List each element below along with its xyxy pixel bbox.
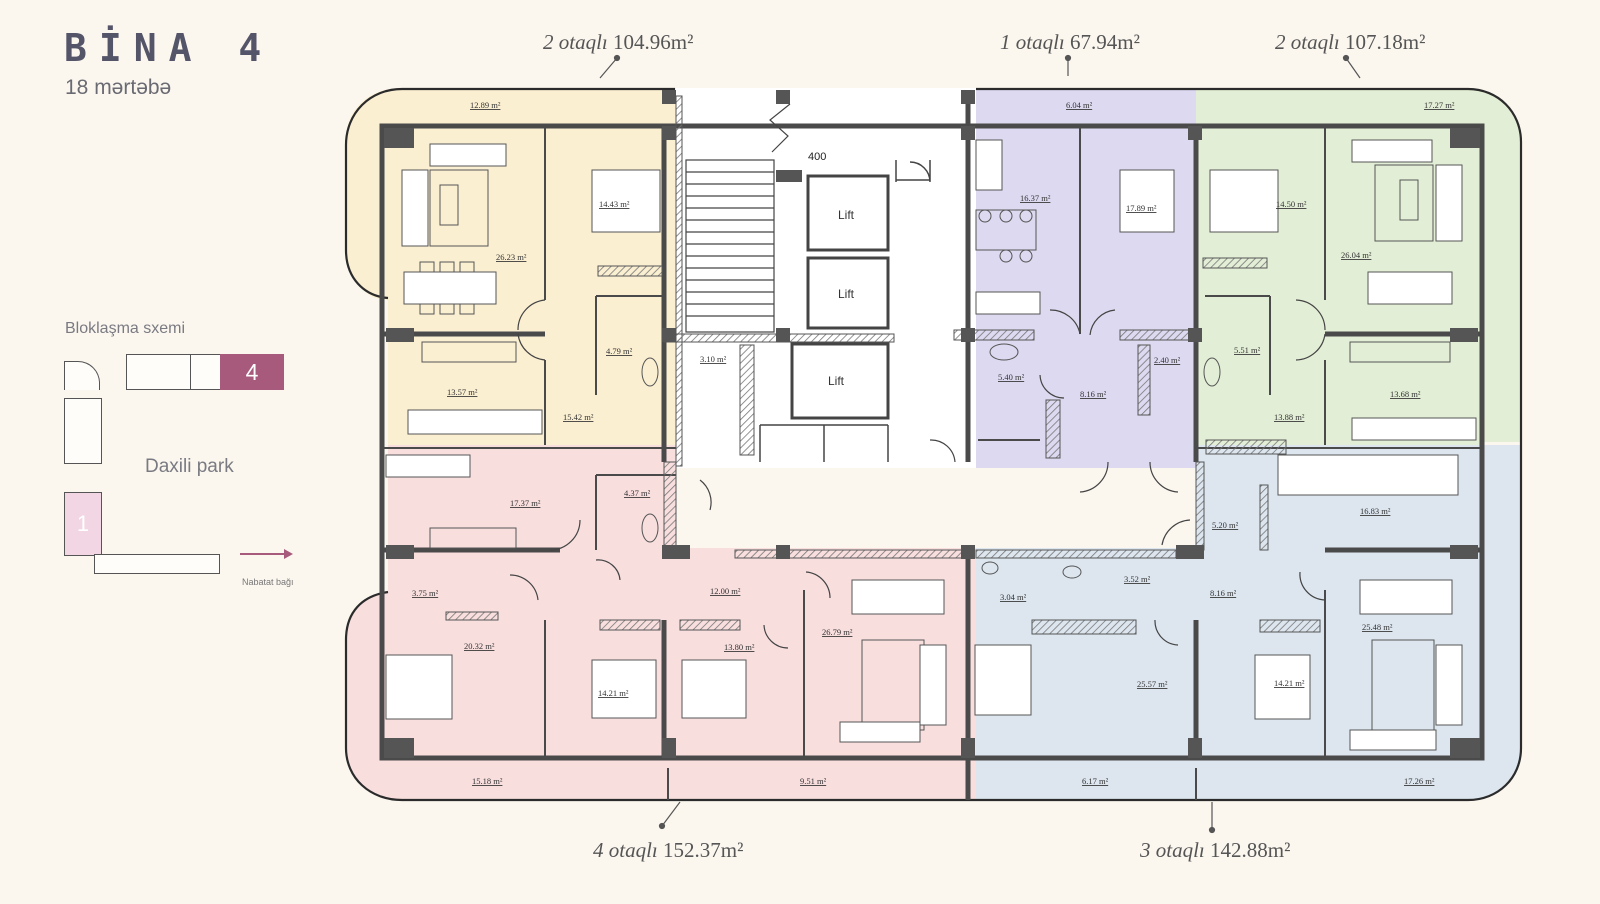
room-area: 14.43 m² bbox=[599, 199, 630, 209]
lift-label[interactable]: Lift bbox=[838, 287, 855, 301]
inner-park-label: Daxili park bbox=[145, 456, 234, 477]
room-area: 26.79 m² bbox=[822, 627, 853, 637]
room-area: 6.17 m² bbox=[1082, 776, 1109, 786]
lift-shafts bbox=[790, 174, 890, 420]
garden-label: Nabatat bağı bbox=[242, 577, 294, 587]
block-vertical[interactable] bbox=[64, 398, 102, 464]
garden-arrow-icon bbox=[284, 549, 293, 559]
room-area: 9.51 m² bbox=[800, 776, 827, 786]
room-area: 12.00 m² bbox=[710, 586, 741, 596]
apt-label-top-middle[interactable]: 1 otaqlı 67.94m² bbox=[1000, 30, 1140, 54]
room-area: 17.26 m² bbox=[1404, 776, 1435, 786]
stairs bbox=[685, 103, 791, 333]
room-area: 15.18 m² bbox=[472, 776, 503, 786]
room-area: 26.23 m² bbox=[496, 252, 527, 262]
furniture bbox=[385, 139, 1477, 751]
lift-label[interactable]: Lift bbox=[838, 208, 855, 222]
room-area: 3.52 m² bbox=[1124, 574, 1151, 584]
room-area: 4.79 m² bbox=[606, 346, 633, 356]
room-area: 5.51 m² bbox=[1234, 345, 1261, 355]
room-area: 4.37 m² bbox=[624, 488, 651, 498]
room-area: 15.42 m² bbox=[563, 412, 594, 422]
room-area: 6.04 m² bbox=[1066, 100, 1093, 110]
building-title: BİNA 4 bbox=[64, 26, 274, 70]
block-4-active[interactable]: 4 bbox=[220, 354, 284, 390]
room-area: 3.75 m² bbox=[412, 588, 439, 598]
room-area: 26.04 m² bbox=[1341, 250, 1372, 260]
block-1-label: 1 bbox=[76, 511, 90, 536]
room-area: 14.21 m² bbox=[1274, 678, 1305, 688]
room-area: 8.16 m² bbox=[1210, 588, 1237, 598]
building-outline bbox=[344, 87, 1523, 802]
room-area: 3.04 m² bbox=[1000, 592, 1027, 602]
zone-bottom-right bbox=[976, 445, 1522, 800]
room-area: 3.10 m² bbox=[700, 354, 727, 364]
room-area: 13.57 m² bbox=[447, 387, 478, 397]
block-base bbox=[94, 554, 220, 574]
room-area: 13.68 m² bbox=[1390, 389, 1421, 399]
apt-label-top-right[interactable]: 2 otaqlı 107.18m² bbox=[1275, 30, 1426, 54]
room-area: 13.88 m² bbox=[1274, 412, 1305, 422]
room-area: 25.48 m² bbox=[1362, 622, 1393, 632]
hatched-walls bbox=[445, 95, 1321, 635]
lift-label[interactable]: Lift bbox=[828, 374, 845, 388]
block-4-label: 4 bbox=[245, 358, 259, 385]
garden-arrow-line bbox=[240, 553, 290, 555]
columns bbox=[384, 90, 1480, 758]
room-area: 13.80 m² bbox=[724, 642, 755, 652]
doors[interactable] bbox=[509, 299, 1326, 649]
room-area: 12.89 m² bbox=[470, 100, 501, 110]
room-area: 14.50 m² bbox=[1276, 199, 1307, 209]
room-area: 17.89 m² bbox=[1126, 203, 1157, 213]
label-leaders bbox=[599, 54, 1361, 834]
room-area: 5.40 m² bbox=[998, 372, 1025, 382]
apt-label-top-left[interactable]: 2 otaqlı 104.96m² bbox=[543, 30, 694, 54]
room-area: 20.32 m² bbox=[464, 641, 495, 651]
apt-label-bottom-left[interactable]: 4 otaqlı 152.37m² bbox=[593, 838, 744, 862]
zone-top-middle bbox=[976, 88, 1196, 468]
dimension-label: 400 bbox=[808, 151, 826, 163]
block-1[interactable]: 1 bbox=[64, 492, 102, 556]
room-area: 25.57 m² bbox=[1137, 679, 1168, 689]
floor-count: 18 mərtəbə bbox=[65, 76, 172, 99]
room-labels: 12.89 m² 26.23 m² 14.43 m² 4.79 m² 13.57… bbox=[412, 100, 1455, 786]
room-area: 8.16 m² bbox=[1080, 389, 1107, 399]
room-area: 2.40 m² bbox=[1154, 355, 1181, 365]
thin-walls bbox=[382, 126, 1482, 800]
room-area: 16.37 m² bbox=[1020, 193, 1051, 203]
room-area: 17.37 m² bbox=[510, 498, 541, 508]
room-area: 16.83 m² bbox=[1360, 506, 1391, 516]
room-area: 17.27 m² bbox=[1424, 100, 1455, 110]
apt-label-bottom-right[interactable]: 3 otaqlı 142.88m² bbox=[1140, 838, 1291, 862]
zone-bottom-left bbox=[346, 445, 976, 800]
core-lines bbox=[759, 160, 931, 462]
room-area: 5.20 m² bbox=[1212, 520, 1239, 530]
room-area: 14.21 m² bbox=[598, 688, 629, 698]
block-scheme-title: Bloklaşma sxemi bbox=[65, 320, 186, 337]
